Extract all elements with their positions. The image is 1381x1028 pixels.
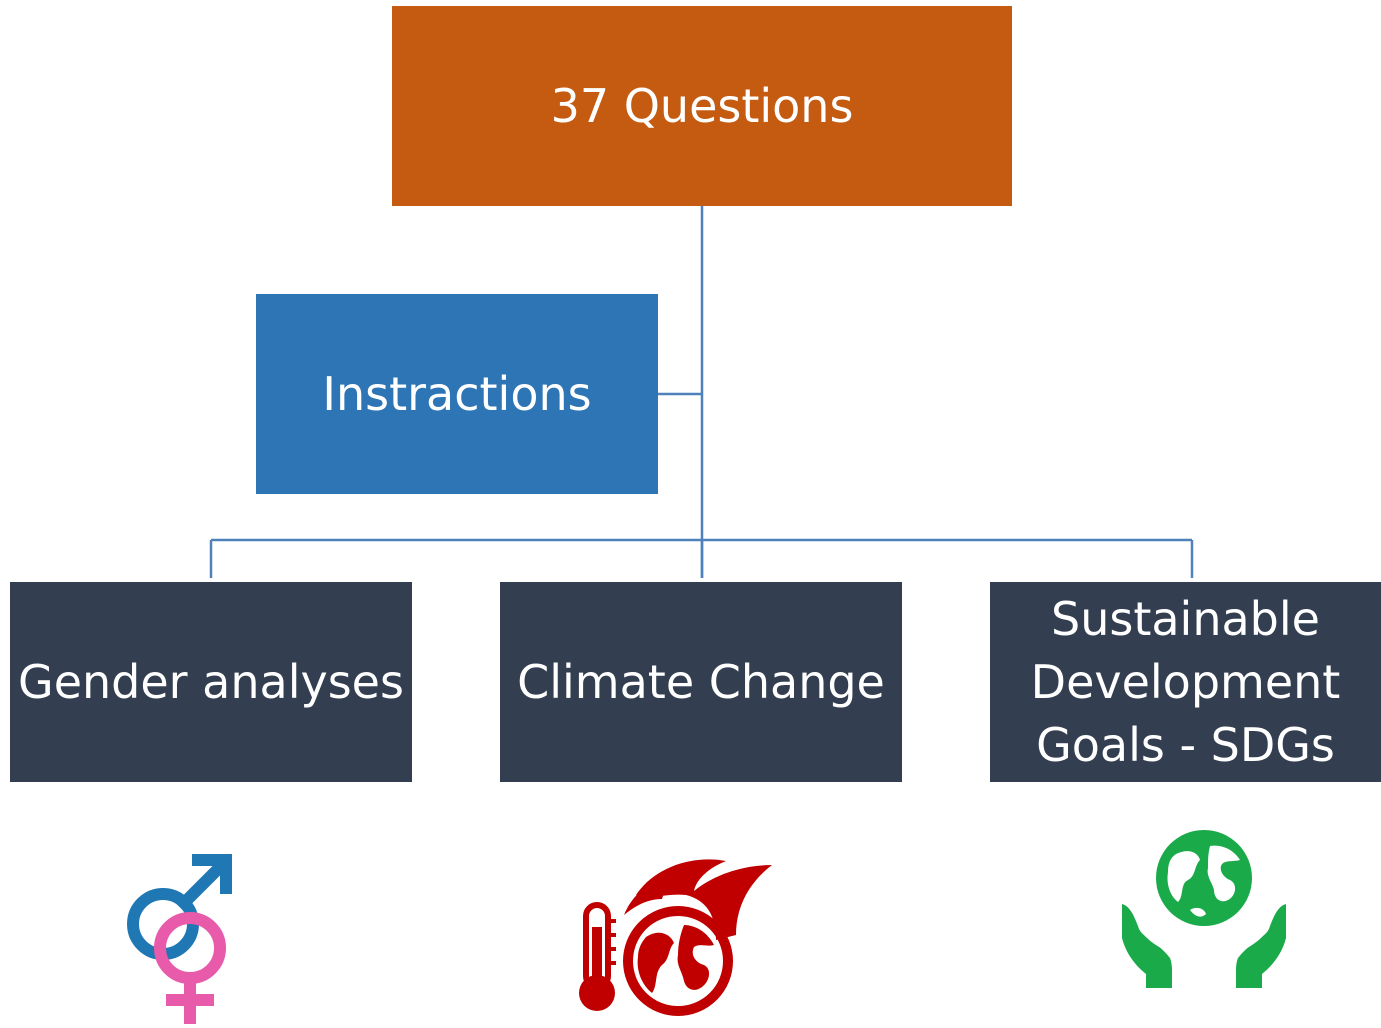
root-node: 37 Questions [392, 6, 1012, 206]
sdgs-label-line-3: Goals - SDGs [1036, 717, 1335, 772]
gender-analyses-label: Gender analyses [18, 654, 404, 709]
sdgs-label-line-1: Sustainable [1051, 591, 1320, 646]
instructions-node-label: Instractions [322, 367, 592, 421]
globe-in-hands-icon [1122, 830, 1286, 988]
gender-analyses-node: Gender analyses [10, 582, 412, 782]
sdgs-node: Sustainable Development Goals - SDGs [990, 582, 1381, 782]
sdgs-label-line-2: Development [1030, 654, 1341, 709]
instructions-node: Instractions [256, 294, 658, 494]
climate-change-node: Climate Change [500, 582, 902, 782]
gender-symbol-icon [127, 854, 232, 1024]
climate-change-label: Climate Change [517, 654, 885, 709]
root-node-label: 37 Questions [550, 79, 854, 133]
global-warming-icon [579, 859, 772, 1016]
